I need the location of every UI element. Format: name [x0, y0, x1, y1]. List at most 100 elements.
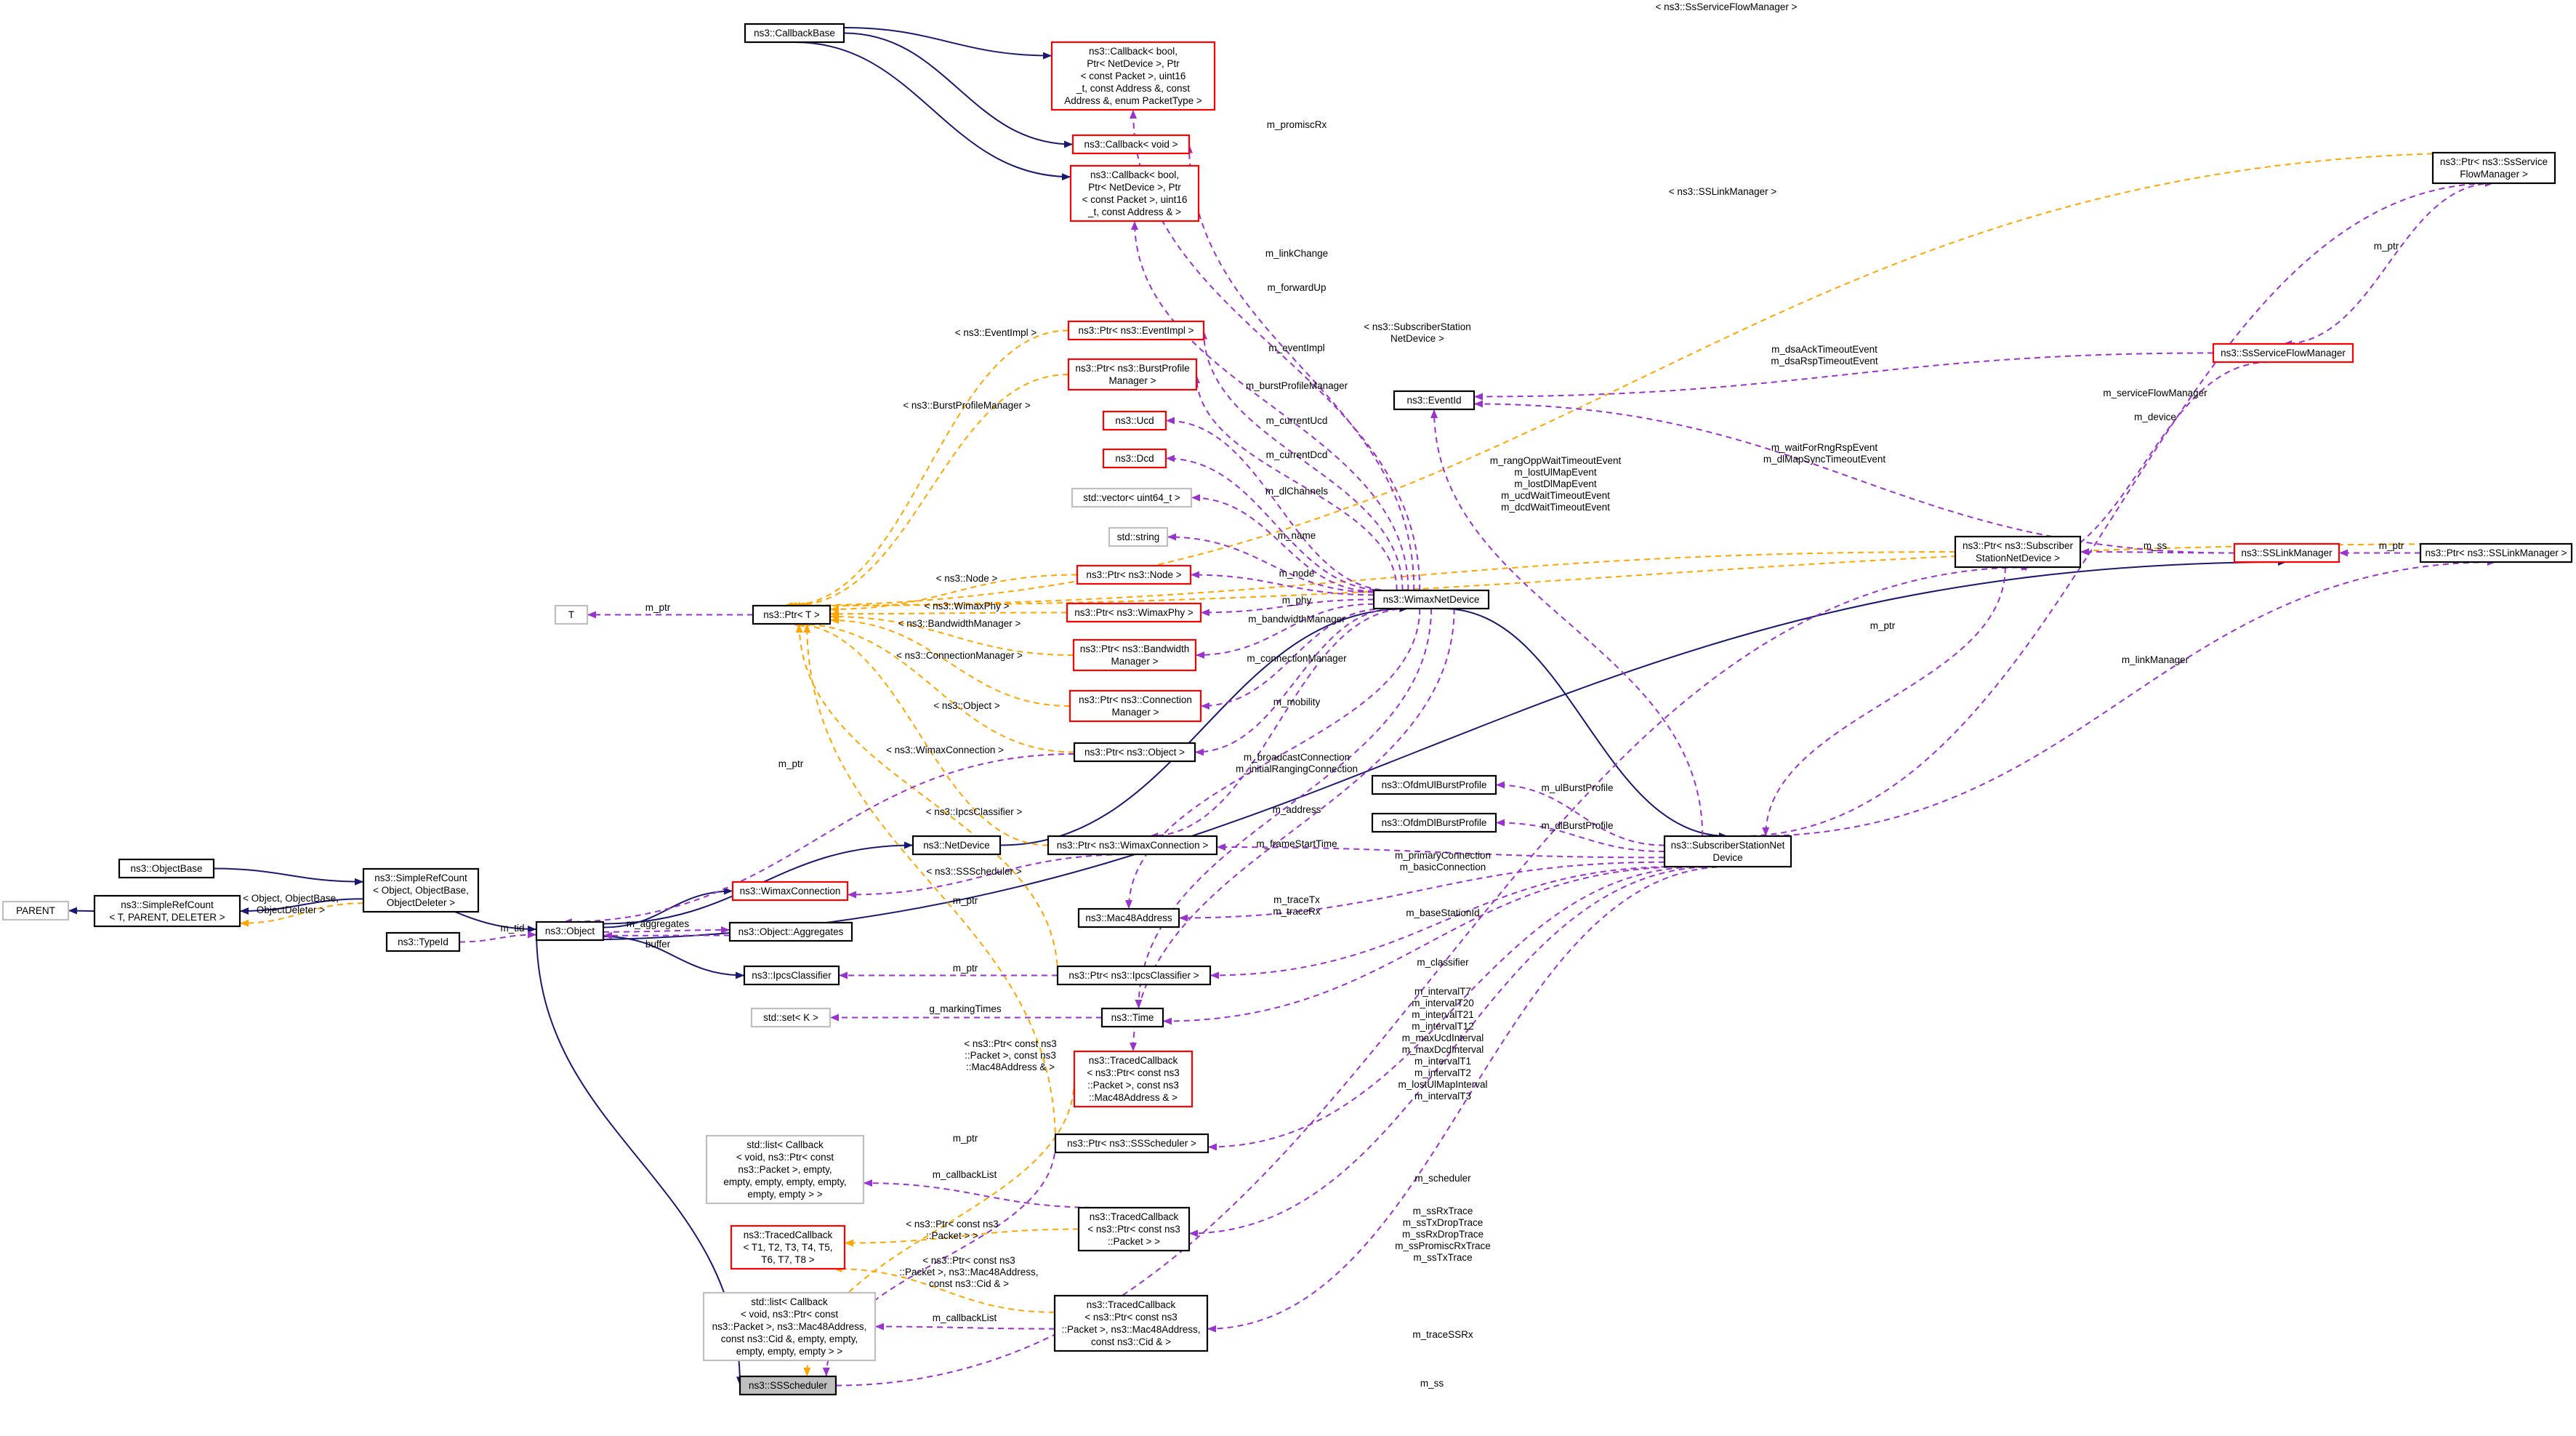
class-node-tcb-generic[interactable]: ns3::TracedCallback< T1, T2, T3, T4, T5,…	[730, 1224, 846, 1270]
class-node-ptr-wimaxconn[interactable]: ns3::Ptr< ns3::WimaxConnection >	[1047, 835, 1218, 856]
class-node-cb-promisc[interactable]: ns3::Callback< bool,Ptr< NetDevice >, Pt…	[1050, 41, 1216, 111]
class-node-ptr-eventimpl[interactable]: ns3::Ptr< ns3::EventImpl >	[1067, 320, 1205, 341]
node-label: ns3::SSScheduler	[749, 1380, 828, 1391]
edge-label-tmpl-phy: < ns3::WimaxPhy >	[924, 601, 1009, 611]
node-box	[1071, 487, 1193, 508]
node-box	[1371, 812, 1497, 833]
node-label: < T1, T2, T3, T4, T5,	[744, 1242, 833, 1253]
class-node-netdevice[interactable]: ns3::NetDevice	[911, 835, 1002, 856]
edge-line	[1765, 566, 2006, 837]
member-usage-edge	[1200, 598, 1374, 617]
inheritance-edge	[843, 32, 1074, 148]
class-node-time[interactable]: ns3::Time	[1100, 1007, 1164, 1028]
class-node-wimaxconnection[interactable]: ns3::WimaxConnection	[731, 881, 849, 902]
edge-line	[833, 1268, 1055, 1313]
class-node-objectbase[interactable]: ns3::ObjectBase	[118, 858, 215, 879]
class-node-ptr-burst[interactable]: ns3::Ptr< ns3::BurstProfileManager >	[1067, 358, 1198, 391]
node-label: Manager >	[1111, 656, 1159, 667]
node-box	[1071, 134, 1191, 155]
class-node-simplerefcount[interactable]: ns3::SimpleRefCount< Object, ObjectBase,…	[362, 867, 480, 913]
edge-line	[1442, 608, 1728, 837]
class-node-t[interactable]: T	[554, 604, 589, 625]
edge-label-m-ptr: m_ptr	[645, 602, 671, 613]
class-node-simplerefcount-t[interactable]: ns3::SimpleRefCount< T, PARENT, DELETER …	[93, 894, 241, 928]
class-node-ofdmdl[interactable]: ns3::OfdmDlBurstProfile	[1371, 812, 1497, 833]
arrowhead	[822, 1368, 830, 1376]
edge-line	[874, 1325, 1055, 1330]
class-node-typeid[interactable]: ns3::TypeId	[385, 931, 461, 952]
class-node-cb-forward[interactable]: ns3::Callback< bool,Ptr< NetDevice >, Pt…	[1069, 164, 1200, 222]
arrowhead	[587, 611, 596, 619]
class-node-vector[interactable]: std::vector< uint64_t >	[1071, 487, 1193, 508]
class-node-ptr-ssfm[interactable]: ns3::Ptr< ns3::SsServiceFlowManager >	[2431, 151, 2556, 185]
node-box	[362, 867, 480, 913]
edge-line	[603, 936, 745, 976]
edge-line	[1209, 866, 1678, 976]
edge-label-m-burstProfileManager: m_burstProfileManager	[1246, 380, 1348, 391]
class-node-ptr-t[interactable]: ns3::Ptr< T >	[752, 604, 832, 625]
edge-label-tmpl-object: < Object, ObjectBase,	[243, 893, 339, 904]
node-box	[1, 900, 70, 921]
edge-line	[1194, 608, 1397, 753]
class-node-ptr-ipcs[interactable]: ns3::Ptr< ns3::IpcsClassifier >	[1056, 965, 1212, 986]
node-label: ns3::SubscriberStationNet	[1671, 840, 1785, 851]
template-instance-edge	[803, 623, 1056, 1144]
class-node-tcb-packet[interactable]: ns3::TracedCallback< ns3::Ptr< const ns3…	[1077, 1206, 1191, 1252]
class-node-object[interactable]: ns3::Object	[535, 920, 605, 942]
class-node-ssflowmgr[interactable]: ns3::SsServiceFlowManager	[2212, 342, 2354, 364]
edge-label-m-ptr: m_ptr	[953, 895, 978, 906]
edge-label-tmpl-node: < ns3::Node >	[936, 573, 998, 584]
class-node-ptr-cm[interactable]: ns3::Ptr< ns3::ConnectionManager >	[1068, 689, 1202, 723]
class-node-ssscheduler[interactable]: ns3::SSScheduler	[738, 1375, 837, 1396]
class-node-ptr-phy[interactable]: ns3::Ptr< ns3::WimaxPhy >	[1066, 602, 1202, 623]
edge-line	[791, 623, 1049, 846]
edge-line	[213, 867, 364, 883]
edge-line	[1195, 603, 1374, 656]
class-node-eventid[interactable]: ns3::EventId	[1393, 390, 1476, 411]
class-node-mac48[interactable]: ns3::Mac48Address	[1077, 907, 1180, 928]
member-usage-edge	[1473, 352, 2214, 401]
class-node-ptr-ssnd[interactable]: ns3::Ptr< ns3::SubscriberStationNetDevic…	[1954, 535, 2082, 569]
edge-label-m-bcast: m_initialRangingConnection	[1236, 763, 1358, 774]
member-usage-edge	[1194, 608, 1397, 756]
class-node-ucd[interactable]: ns3::Ucd	[1102, 410, 1167, 431]
member-usage-edge	[1495, 819, 1665, 852]
inheritance-edge	[794, 41, 1071, 181]
member-usage-edge	[1188, 866, 1715, 1238]
class-node-parent[interactable]: PARENT	[1, 900, 70, 921]
edge-line	[1473, 403, 2235, 554]
node-label: std::string	[1117, 532, 1160, 542]
class-node-ptr-node[interactable]: ns3::Ptr< ns3::Node >	[1076, 564, 1192, 585]
arrowhead	[1496, 819, 1505, 827]
class-node-ofdmul[interactable]: ns3::OfdmUlBurstProfile	[1371, 774, 1497, 795]
arrowhead	[240, 907, 249, 915]
edge-label-m-ssTrace: m_ssTxDropTrace	[1403, 1217, 1484, 1228]
edge-label-m-currentUcd: m_currentUcd	[1266, 415, 1328, 426]
class-node-tcb-cid[interactable]: ns3::TracedCallback< ns3::Ptr< const ns3…	[1053, 1294, 1209, 1352]
template-instance-edge	[829, 617, 1071, 707]
class-node-aggregates[interactable]: ns3::Object::Aggregates	[728, 921, 853, 942]
class-node-string[interactable]: std::string	[1108, 526, 1169, 547]
member-usage-edge	[1207, 866, 1703, 1151]
class-node-ptr-object[interactable]: ns3::Ptr< ns3::Object >	[1073, 742, 1196, 763]
class-node-tcb-mac48[interactable]: ns3::TracedCallback< ns3::Ptr< const ns3…	[1073, 1050, 1194, 1108]
class-node-dcd[interactable]: ns3::Dcd	[1102, 448, 1167, 469]
class-node-sslinkmgr[interactable]: ns3::SSLinkManager	[2233, 542, 2340, 563]
class-node-wimaxnetdevice[interactable]: ns3::WimaxNetDevice	[1372, 589, 1490, 610]
edge-line	[1216, 846, 1665, 859]
class-node-ptr-sslm[interactable]: ns3::Ptr< ns3::SSLinkManager >	[2419, 542, 2573, 563]
class-node-cb-void[interactable]: ns3::Callback< void >	[1071, 134, 1191, 155]
class-node-list1[interactable]: std::list< Callback< void, ns3::Ptr< con…	[705, 1134, 865, 1205]
class-node-ptr-sssched[interactable]: ns3::Ptr< ns3::SSScheduler >	[1054, 1133, 1209, 1154]
class-node-set-k[interactable]: std::set< K >	[750, 1007, 832, 1028]
edge-line	[1495, 784, 1665, 846]
class-node-callbackbase[interactable]: ns3::CallbackBase	[744, 23, 845, 44]
class-node-list2[interactable]: std::list< Callback< void, ns3::Ptr< con…	[702, 1291, 877, 1362]
edge-line	[550, 561, 2287, 941]
node-label: ns3::WimaxConnection	[740, 886, 841, 897]
member-usage-edge	[2080, 548, 2235, 555]
class-node-ipcsclassifier[interactable]: ns3::IpcsClassifier	[743, 965, 840, 986]
class-node-ptr-bwm[interactable]: ns3::Ptr< ns3::BandwidthManager >	[1072, 638, 1197, 672]
node-label: _t, const Address & >	[1087, 206, 1181, 217]
